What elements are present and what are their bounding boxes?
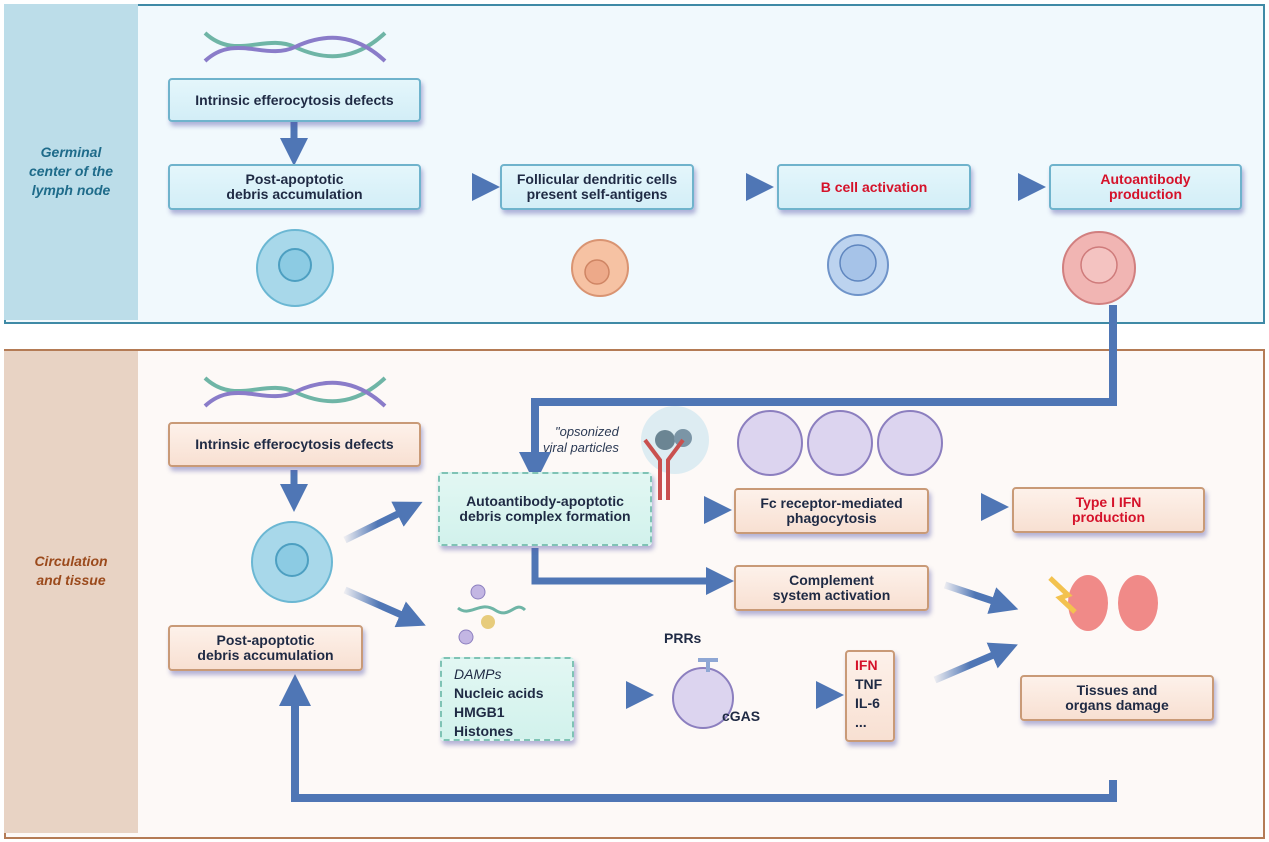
cytokine-item: ... xyxy=(855,714,867,730)
arrow-right xyxy=(943,581,1019,614)
organ-damage-box: Tissues and organs damage xyxy=(1020,675,1214,721)
autoantibody-production-box: Autoantibody production xyxy=(1049,164,1242,210)
type-i-ifn-box: Type I IFN production xyxy=(1012,487,1205,533)
dna-icon xyxy=(203,31,387,63)
viral-particles-icon xyxy=(641,406,709,474)
cytokine-item: TNF xyxy=(855,676,883,692)
damps-item: Nucleic acids xyxy=(454,685,544,701)
circulation-tissue-label: Circulation and tissue xyxy=(34,553,108,588)
germinal-center-label: Germinal center of the lymph node xyxy=(28,144,113,198)
b-cell-icon xyxy=(827,234,889,296)
debris-accumulation-box-top: Post-apoptotic debris accumulation xyxy=(168,164,421,210)
b-cell-activation-box: B cell activation xyxy=(777,164,971,210)
cytokine-item: IL-6 xyxy=(855,695,880,711)
kidney-icon xyxy=(1048,575,1158,631)
phagocyte-icon xyxy=(737,410,943,476)
arrow-down-right xyxy=(343,586,426,628)
damps-title: DAMPs xyxy=(454,666,502,682)
plasma-cell-icon xyxy=(1062,231,1136,305)
opsonized-label: "opsonized viral particles xyxy=(543,424,619,455)
damps-icon xyxy=(457,584,527,645)
arrow-up-right xyxy=(343,501,423,544)
damps-item: Histones xyxy=(454,723,514,739)
complement-arrow xyxy=(531,548,734,595)
antibody-icon xyxy=(643,438,685,500)
dna-icon xyxy=(203,376,387,408)
complex-formation-box: Autoantibody-apoptotic debris complex fo… xyxy=(438,472,652,546)
cytokines-box: IFN TNF IL-6 ... xyxy=(845,650,895,742)
complement-activation-box: Complement system activation xyxy=(734,565,929,611)
immune-cell-icon xyxy=(672,658,734,729)
apoptotic-cell-icon xyxy=(251,521,333,603)
prrs-label: PRRs xyxy=(664,630,702,646)
cytokine-item: IFN xyxy=(855,657,878,673)
circulation-tissue-sidebar xyxy=(4,351,138,833)
fdc-box: Follicular dendritic cells present self-… xyxy=(500,164,694,210)
intrinsic-defects-box-bottom: Intrinsic efferocytosis defects xyxy=(168,422,421,467)
autoantibody-flow-arrow xyxy=(519,305,1117,484)
intrinsic-defects-box-top: Intrinsic efferocytosis defects xyxy=(168,78,421,122)
damps-item: HMGB1 xyxy=(454,704,505,720)
germinal-center-sidebar xyxy=(4,4,138,320)
apoptotic-cell-icon xyxy=(256,229,334,307)
debris-accumulation-box-bottom: Post-apoptotic debris accumulation xyxy=(168,625,363,671)
cgas-label: cGAS xyxy=(722,708,761,724)
dendritic-cell-icon xyxy=(571,239,629,297)
damps-box: DAMPs Nucleic acids HMGB1 Histones xyxy=(440,657,574,741)
arrow-right xyxy=(933,642,1018,684)
feedback-loop-arrow xyxy=(279,674,1117,802)
fc-phagocytosis-box: Fc receptor-mediated phagocytosis xyxy=(734,488,929,534)
lightning-icon xyxy=(1048,576,1077,614)
